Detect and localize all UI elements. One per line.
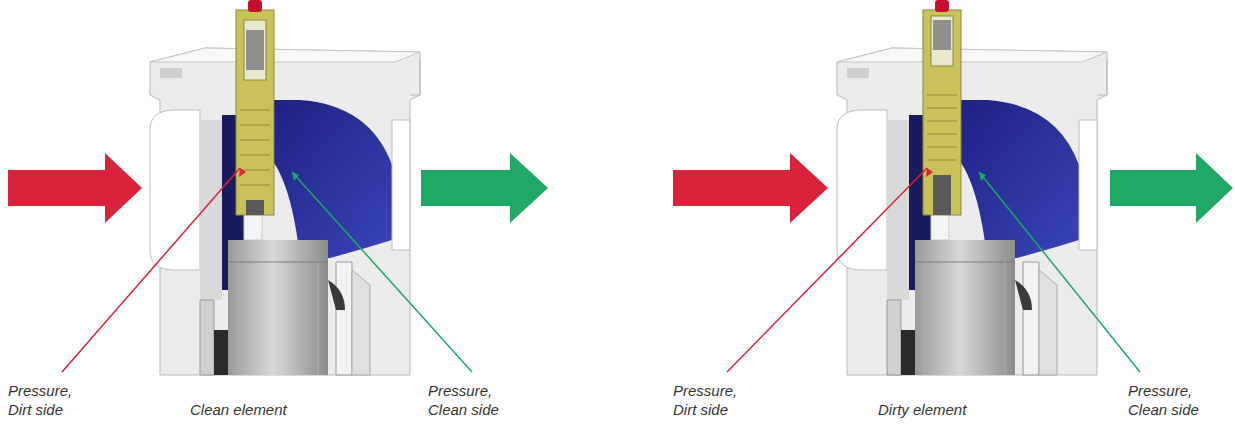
filter-head	[837, 48, 1107, 375]
inflow-arrow	[673, 153, 828, 223]
callout-label: Pressure, Clean side	[1128, 381, 1212, 419]
callout-label: Pressure, Clean side	[428, 381, 512, 419]
inflow-arrow	[8, 153, 142, 223]
callout-label: Pressure, Dirt side	[673, 381, 757, 419]
filter-head	[150, 48, 420, 375]
callout-label: Clean element	[190, 400, 320, 419]
callout-label: Dirty element	[878, 400, 1008, 419]
leader-line	[979, 172, 1140, 372]
outflow-arrow	[421, 153, 548, 223]
leader-line	[727, 168, 927, 372]
clogging-indicator	[236, 0, 274, 215]
leader-line	[292, 172, 472, 372]
callout-label: Pressure, Dirt side	[8, 381, 92, 419]
outflow-arrow	[1110, 153, 1233, 223]
clogging-indicator	[923, 0, 961, 215]
leader-line	[62, 168, 240, 372]
